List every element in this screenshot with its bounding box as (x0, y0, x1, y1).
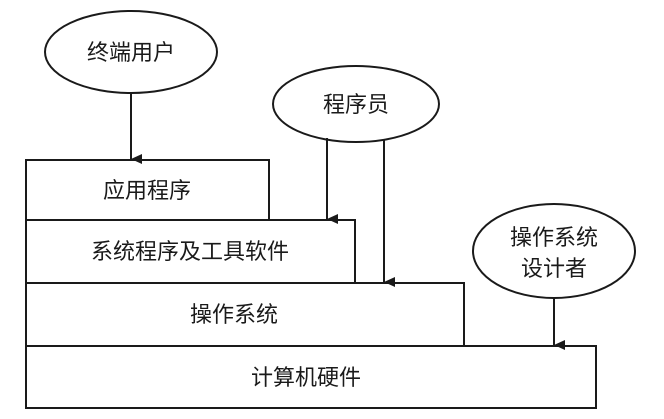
actor-end-user: 终端用户 (44, 10, 218, 94)
layer-system-software-label: 系统程序及工具软件 (91, 240, 289, 265)
layer-operating-system-label: 操作系统 (190, 303, 278, 328)
actor-os-designer: 操作系统 设计者 (472, 203, 636, 299)
layer-applications-box (25, 159, 270, 221)
layer-system-software-box (25, 219, 356, 284)
layer-operating-system-box (25, 282, 465, 347)
actor-os-designer-label-line1: 操作系统 (510, 226, 598, 251)
layer-hardware-box (25, 345, 597, 409)
actor-programmer-label: 程序员 (323, 93, 389, 118)
layer-system-software: 系统程序及工具软件 (25, 219, 356, 284)
actor-end-user-label: 终端用户 (87, 41, 175, 66)
actor-os-designer-label-line2: 设计者 (521, 257, 587, 282)
layer-hardware-label: 计算机硬件 (251, 366, 361, 391)
actor-programmer: 程序员 (272, 65, 440, 143)
layer-hardware: 计算机硬件 (25, 345, 597, 409)
actor-os-designer-ellipse (472, 203, 636, 299)
actor-programmer-ellipse (272, 65, 440, 143)
layer-applications: 应用程序 (25, 159, 270, 221)
layer-operating-system: 操作系统 (25, 282, 465, 347)
layer-applications-label: 应用程序 (103, 179, 191, 204)
